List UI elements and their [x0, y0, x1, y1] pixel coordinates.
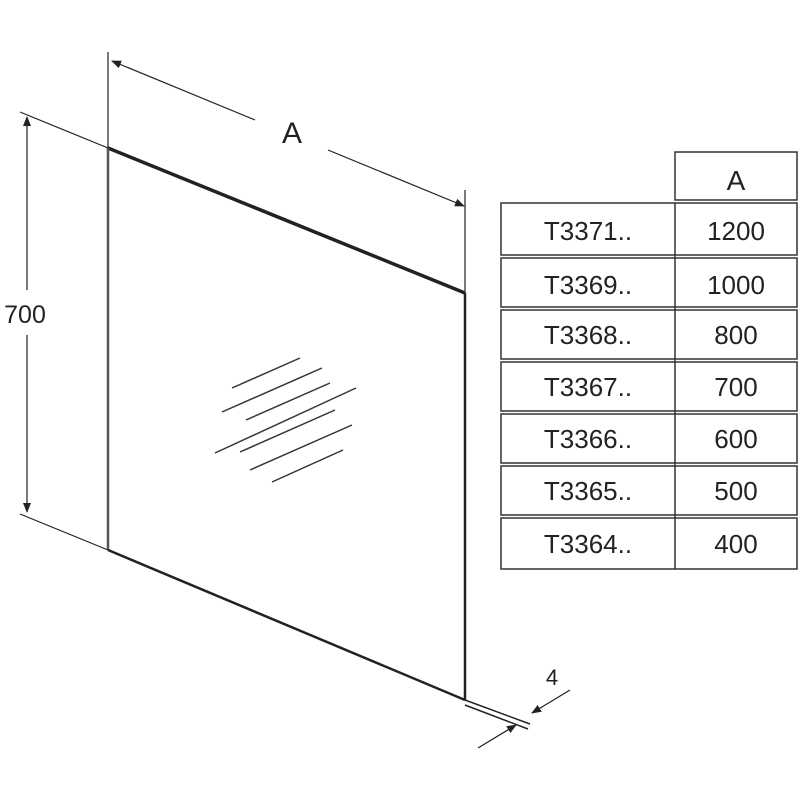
- thickness-label: 4: [546, 665, 558, 690]
- height-dimension: [19, 111, 109, 551]
- row-code: T3366..: [544, 424, 632, 454]
- thickness-dimension: [477, 689, 571, 749]
- row-a: 1000: [707, 270, 765, 300]
- row-a: 700: [714, 372, 757, 402]
- row-a: 600: [714, 424, 757, 454]
- row-code: T3371..: [544, 216, 632, 246]
- row-a: 1200: [707, 216, 765, 246]
- row-a: 800: [714, 320, 757, 350]
- row-a: 500: [714, 476, 757, 506]
- reflection-lines: [214, 357, 357, 483]
- row-a: 400: [714, 529, 757, 559]
- row-code: T3369..: [544, 270, 632, 300]
- row-code: T3364..: [544, 529, 632, 559]
- size-table: [500, 151, 798, 570]
- row-code: T3367..: [544, 372, 632, 402]
- width-dimension: [107, 52, 466, 293]
- row-code: T3365..: [544, 476, 632, 506]
- width-label: A: [282, 117, 302, 150]
- height-label: 700: [4, 301, 46, 329]
- mirror-outline: [106, 146, 531, 730]
- row-code: T3368..: [544, 320, 632, 350]
- table-header-a: A: [727, 165, 746, 196]
- table-rows: T3371.. 1200 T3369.. 1000 T3368.. 800 T3…: [544, 216, 765, 559]
